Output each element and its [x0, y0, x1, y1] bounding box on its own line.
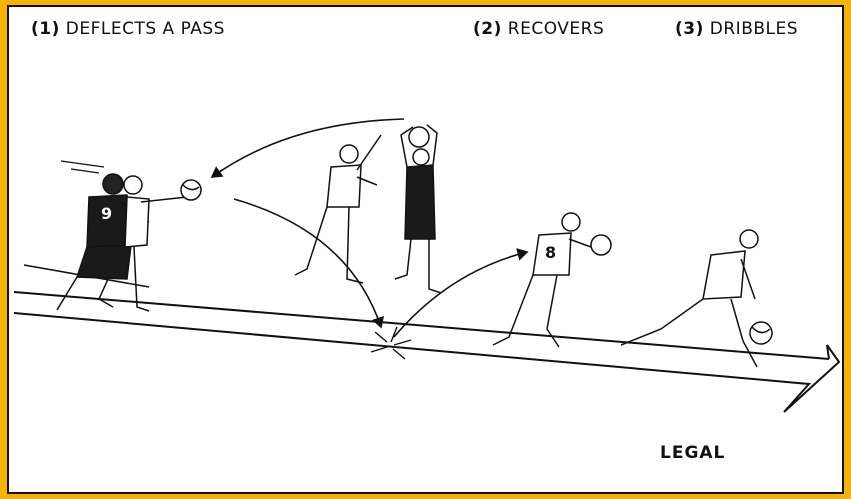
player-passer	[124, 176, 201, 311]
court-scene: 9	[9, 7, 844, 494]
floor-arrow-bottom-edge	[14, 313, 839, 412]
pass-arc	[212, 119, 404, 177]
player-deflector	[295, 135, 381, 283]
speed-lines	[61, 161, 104, 173]
jersey-number: 9	[101, 204, 112, 223]
bounce-burst	[371, 327, 411, 359]
legal-verdict-label: LEGAL	[660, 443, 725, 463]
deflection-arc	[234, 199, 381, 327]
player-recoverer-8: 8	[493, 213, 611, 347]
basketball-icon	[409, 127, 429, 147]
player-dribbler	[621, 230, 772, 367]
jersey-number: 8	[545, 243, 556, 262]
illustration-frame: (1) DEFLECTS A PASS (2) RECOVERS (3) DRI…	[7, 5, 844, 494]
player-receiver	[395, 125, 441, 293]
basketball-icon	[591, 235, 611, 255]
